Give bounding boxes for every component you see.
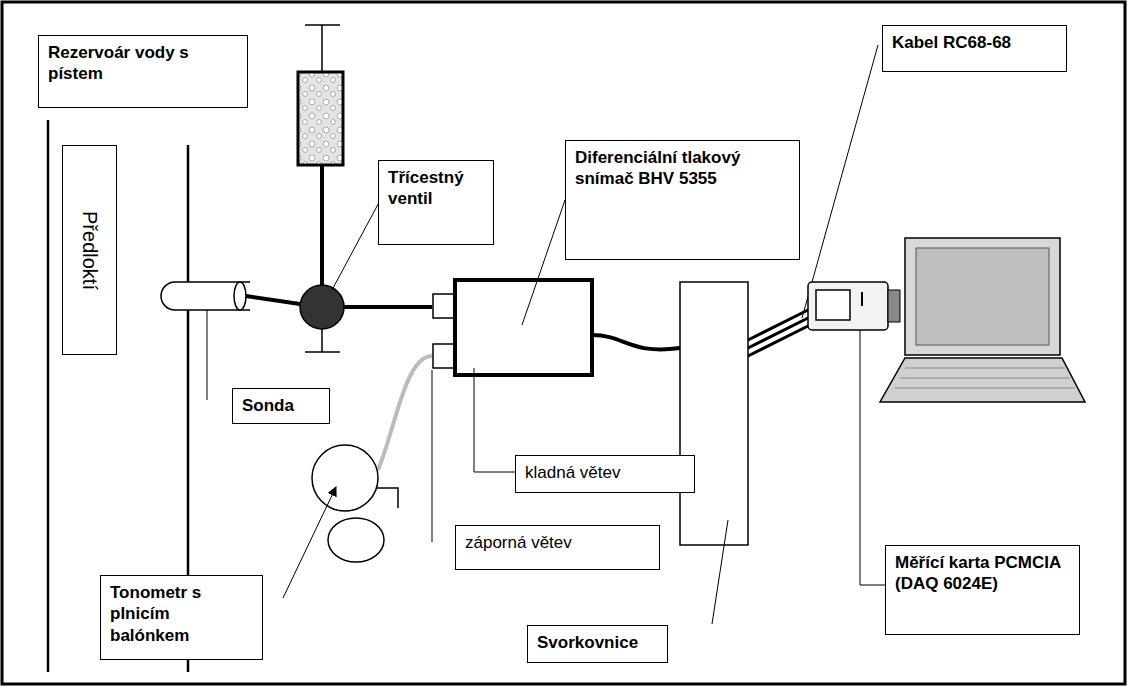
tonometer-tube <box>378 356 432 470</box>
leader-line <box>522 200 565 325</box>
leader-line <box>432 370 433 542</box>
cable <box>592 335 680 349</box>
card-led <box>861 292 863 306</box>
terminal-block <box>680 282 748 545</box>
label-box: Svorkovnice <box>527 625 668 663</box>
leader-line <box>712 520 728 624</box>
tonometer-gauge <box>312 445 378 511</box>
label-box-vertical: Předloktí <box>62 145 117 355</box>
label-text: Rezervoár vody s pístem <box>48 42 238 85</box>
tube <box>320 165 324 290</box>
ribbon-cable <box>748 324 812 356</box>
label-text: záporná větev <box>465 532 650 553</box>
positive-port <box>433 294 455 318</box>
label-box: kladná větev <box>515 455 695 493</box>
laptop-base <box>880 358 1085 402</box>
label-text: Předloktí <box>77 211 102 290</box>
card-label <box>816 290 850 320</box>
card-connector <box>888 290 900 322</box>
negative-port <box>433 344 455 368</box>
label-box: Kabel RC68-68 <box>882 25 1067 72</box>
probe-end <box>234 282 246 310</box>
tube <box>246 296 300 304</box>
laptop-display <box>916 248 1049 345</box>
label-text: Diferenciální tlakový snímač BHV 5355 <box>575 147 790 190</box>
pcmcia-card <box>808 282 888 330</box>
label-box: Měřící karta PCMCIA (DAQ 6024E) <box>885 545 1080 635</box>
label-box: Tonometr s plnicím balónkem <box>100 575 263 660</box>
probe <box>161 282 250 310</box>
water-reservoir <box>298 72 343 165</box>
label-text: Kabel RC68-68 <box>892 32 1057 53</box>
label-box: Sonda <box>232 388 330 424</box>
keyboard-rows <box>895 368 1075 388</box>
leader-line <box>332 195 383 290</box>
label-box: Diferenciální tlakový snímač BHV 5355 <box>565 140 800 260</box>
ribbon-cable <box>748 316 812 348</box>
leader-line <box>802 45 878 318</box>
leader-line <box>474 368 515 472</box>
three-way-valve <box>300 285 344 329</box>
label-box: záporná větev <box>455 525 660 570</box>
label-box: Třícestný ventil <box>378 160 494 245</box>
label-text: Svorkovnice <box>537 632 658 653</box>
label-text: Měřící karta PCMCIA (DAQ 6024E) <box>895 552 1070 595</box>
label-text: Sonda <box>242 395 320 416</box>
ribbon-cable <box>748 308 812 340</box>
forearm-edge <box>47 120 50 672</box>
leader-line <box>207 310 208 400</box>
leader-line <box>860 330 885 585</box>
label-box: Rezervoár vody s pístem <box>38 35 248 108</box>
filling-bulb <box>328 518 384 562</box>
label-text: Třícestný ventil <box>388 167 484 210</box>
tube <box>344 305 432 309</box>
laptop-screen <box>905 238 1060 355</box>
label-text: Tonometr s plnicím balónkem <box>110 582 253 646</box>
leader-arrow <box>283 487 336 598</box>
pressure-transducer <box>455 280 592 375</box>
label-text: kladná větev <box>525 462 685 483</box>
valve-stem <box>305 351 340 353</box>
